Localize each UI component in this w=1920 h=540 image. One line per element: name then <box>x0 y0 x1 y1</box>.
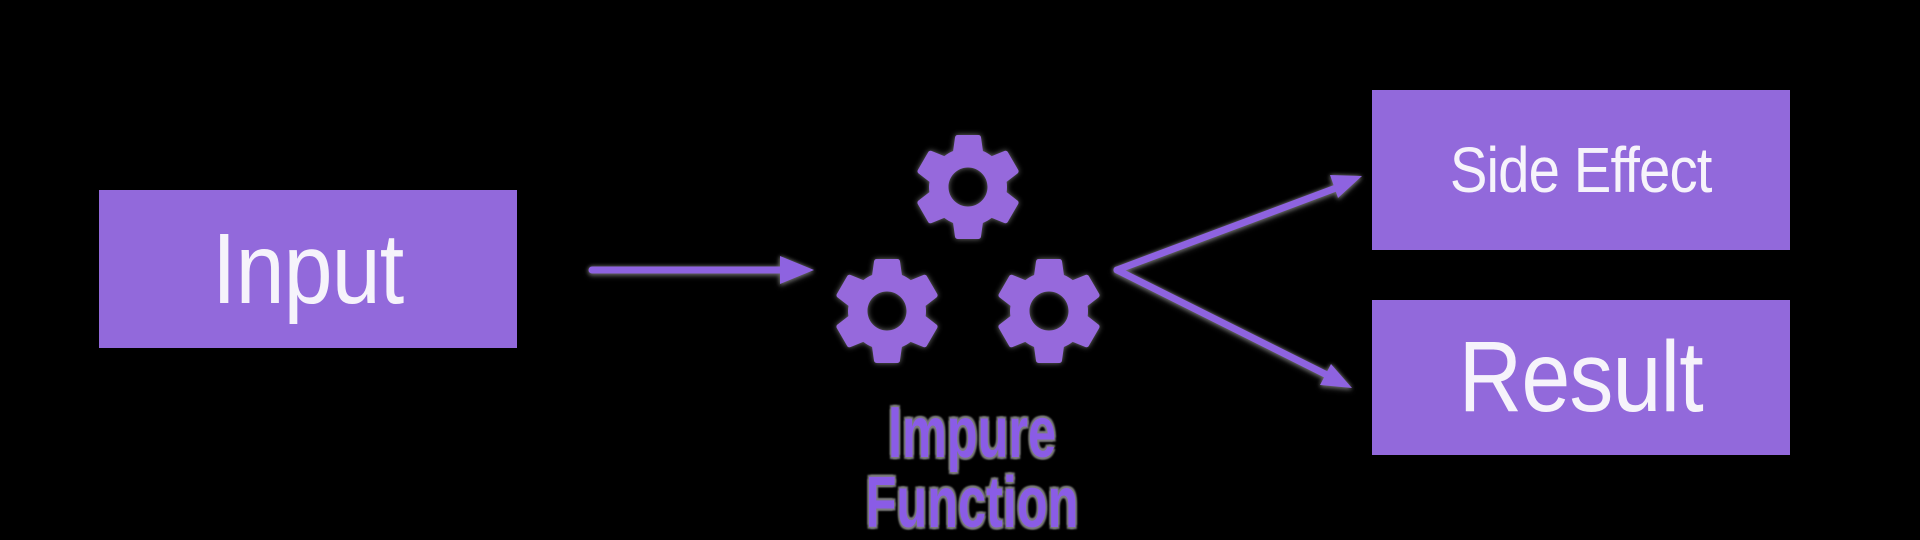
arrow-function-to-result <box>1113 266 1352 388</box>
node-input: Input <box>99 190 517 348</box>
impure-function-label: Impure Function <box>832 393 1112 540</box>
node-side-effect-label: Side Effect <box>1450 134 1713 206</box>
impure-function-label-line2: Function <box>865 463 1079 540</box>
gear-icon <box>998 259 1100 363</box>
gear-icon <box>917 135 1019 239</box>
gear-icon <box>836 259 938 363</box>
node-result-label: Result <box>1458 321 1704 433</box>
node-side-effect: Side Effect <box>1372 90 1790 250</box>
arrow-function-to-side-effect <box>1113 175 1362 274</box>
node-result: Result <box>1372 300 1790 455</box>
impure-function-label-line1: Impure <box>887 393 1057 473</box>
arrow-input-to-function <box>588 256 814 284</box>
node-input-label: Input <box>212 212 404 325</box>
